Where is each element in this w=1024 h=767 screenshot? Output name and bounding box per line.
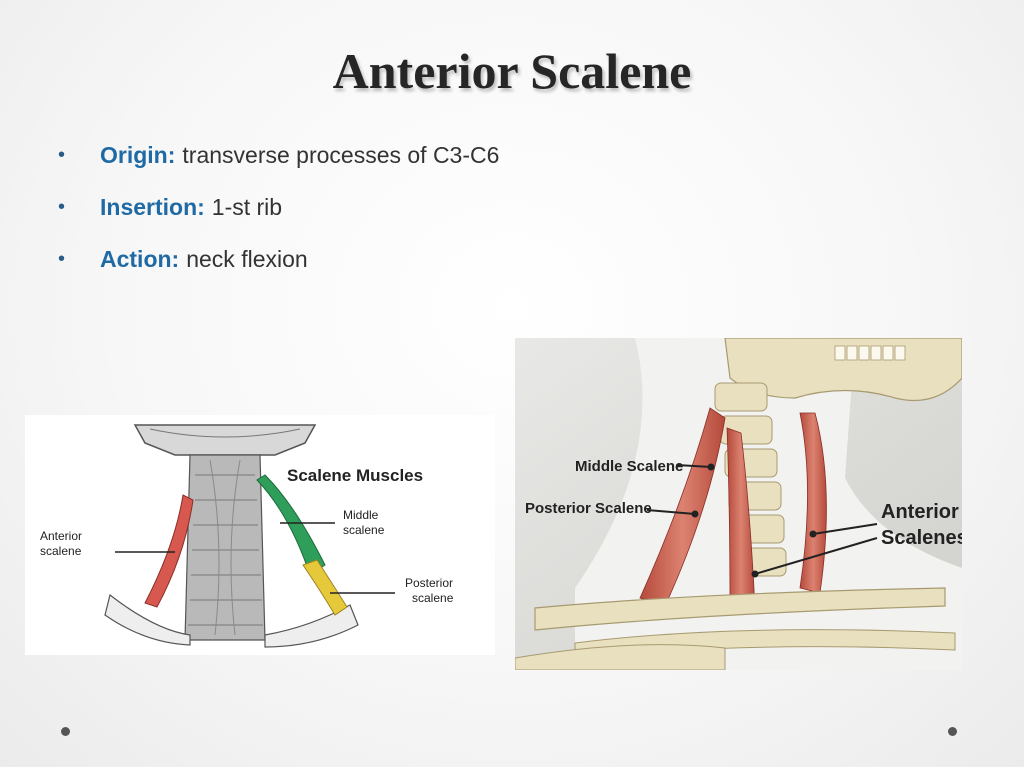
label-anterior-scalenes: Scalenes <box>881 527 962 549</box>
bullet-dot: • <box>58 144 66 166</box>
bullet-text: transverse processes of C3-C6 <box>182 142 500 168</box>
label-middle-scalene: Middle Scalene <box>575 458 683 475</box>
bullet-dot: • <box>58 248 66 270</box>
label-anterior-scalene: scalene <box>40 544 82 558</box>
corner-dot <box>61 727 70 736</box>
scalene-muscles-illustration: Scalene Muscles Anterior scalene Middle … <box>40 424 454 648</box>
neck-lateral-illustration: Middle Scalene Posterior Scalene Anterio… <box>515 338 962 670</box>
bullet-term: Insertion: <box>100 194 205 220</box>
label-anterior-scalenes: Anterior <box>881 501 959 523</box>
bullet-text: 1-st rib <box>211 194 283 220</box>
label-middle-scalene: Middle <box>343 508 379 522</box>
label-anterior-scalene: Anterior <box>40 529 82 543</box>
label-posterior-scalene: Posterior Scalene <box>525 500 652 517</box>
corner-dot <box>948 727 957 736</box>
bullet-origin: • Origin:transverse processes of C3-C6 <box>58 140 499 170</box>
label-posterior-scalene: scalene <box>412 591 454 605</box>
label-posterior-scalene: Posterior <box>405 576 453 590</box>
bullet-dot: • <box>58 196 66 218</box>
figure-heading: Scalene Muscles <box>287 466 423 485</box>
bullet-action: • Action:neck flexion <box>58 244 499 274</box>
scalene-muscles-figure: Scalene Muscles Anterior scalene Middle … <box>25 415 495 655</box>
bullet-text: neck flexion <box>186 246 308 272</box>
bullet-term: Action: <box>100 246 180 272</box>
bullet-term: Origin: <box>100 142 176 168</box>
neck-lateral-figure: Middle Scalene Posterior Scalene Anterio… <box>515 338 962 670</box>
bullet-insertion: • Insertion:1-st rib <box>58 192 499 222</box>
label-middle-scalene: scalene <box>343 523 385 537</box>
bullet-list: • Origin:transverse processes of C3-C6 •… <box>58 140 499 296</box>
slide-title: Anterior Scalene <box>332 43 692 99</box>
